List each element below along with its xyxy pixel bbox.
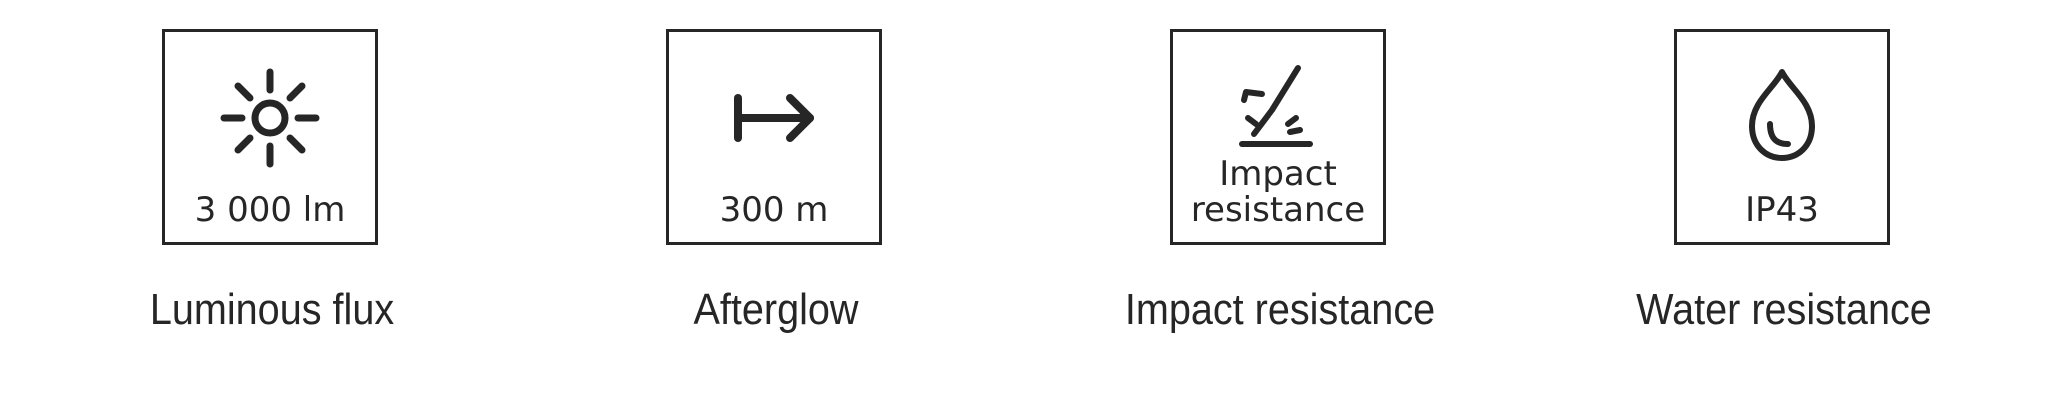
water-drop-icon [1722,58,1842,178]
feature-box: IP43 [1674,29,1890,245]
feature-value-line: Impact [1219,154,1337,194]
feature-box: Impact resistance [1170,29,1386,245]
feature-value: 300 m [719,190,829,230]
impact-check-icon [1218,50,1338,170]
feature-caption: Impact resistance [1124,285,1436,334]
feature-afterglow: 300 m Afterglow [556,0,996,415]
feature-value: IP43 [1745,190,1819,230]
sun-icon [210,58,330,178]
feature-value-line: resistance [1190,190,1366,230]
feature-caption: Afterglow [693,285,859,334]
arrow-right-icon [714,58,834,178]
feature-impact-resistance: Impact resistance Impact resistance [1060,0,1500,415]
feature-caption: Water resistance [1636,285,1932,334]
feature-box: 3 000 lm [162,29,378,245]
feature-water-resistance: IP43 Water resistance [1564,0,2004,415]
feature-value: Impact resistance [1173,156,1383,228]
feature-box: 300 m [666,29,882,245]
feature-value: 3 000 lm [194,190,346,230]
feature-caption: Luminous flux [149,285,395,334]
feature-luminous-flux: 3 000 lm Luminous flux [52,0,492,415]
